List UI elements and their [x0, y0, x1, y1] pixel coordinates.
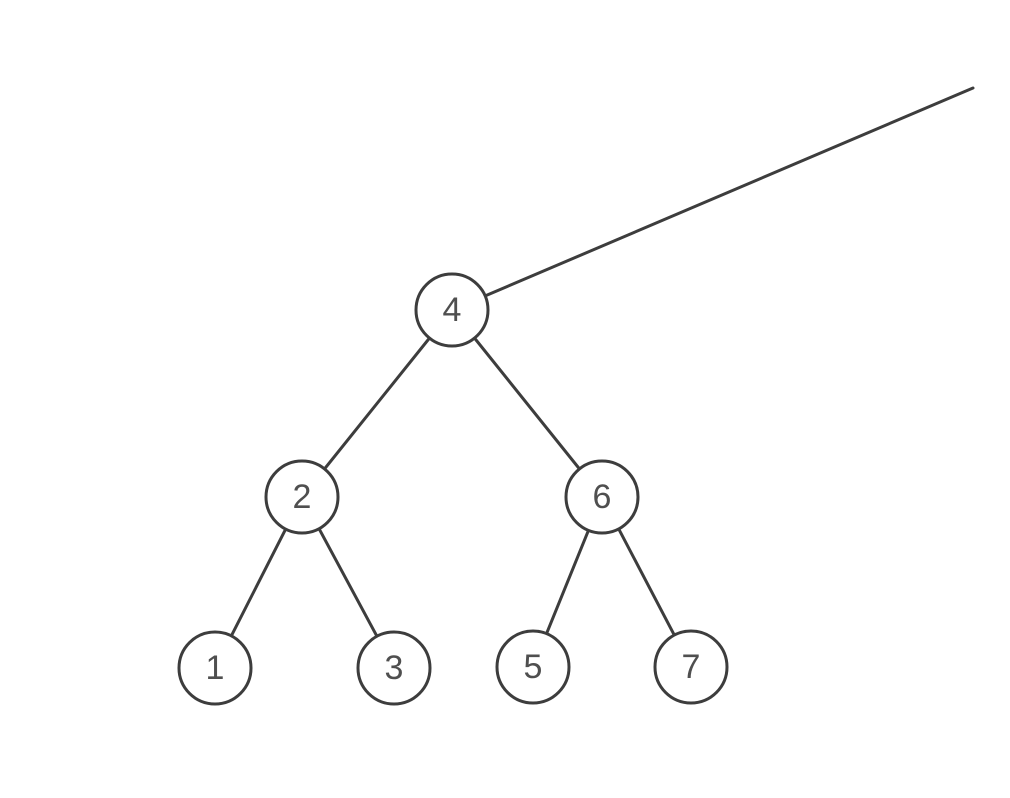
tree-edge-4-2	[300, 308, 454, 499]
tree-node-4: 4	[414, 272, 490, 348]
node-label-5: 5	[524, 648, 543, 686]
node-label-7: 7	[682, 648, 701, 686]
tree-edge-4-6	[450, 308, 604, 499]
node-circle-4	[414, 272, 490, 348]
node-label-6: 6	[593, 478, 612, 516]
node-label-3: 3	[385, 649, 404, 687]
tree-node-3: 3	[356, 630, 432, 706]
tree-node-2: 2	[264, 459, 340, 535]
node-circle-3	[356, 630, 432, 706]
node-label-4: 4	[443, 291, 462, 329]
node-circle-6	[564, 459, 640, 535]
node-label-1: 1	[206, 649, 225, 687]
tree-node-7: 7	[653, 629, 729, 705]
node-label-2: 2	[293, 478, 312, 516]
tree-node-5: 5	[495, 629, 571, 705]
tree-node-6: 6	[564, 459, 640, 535]
node-circle-2	[264, 459, 340, 535]
edge-to-offscreen-parent	[450, 86, 975, 312]
node-circle-1	[177, 630, 253, 706]
tree-node-1: 1	[177, 630, 253, 706]
node-circle-5	[495, 629, 571, 705]
node-circle-7	[653, 629, 729, 705]
